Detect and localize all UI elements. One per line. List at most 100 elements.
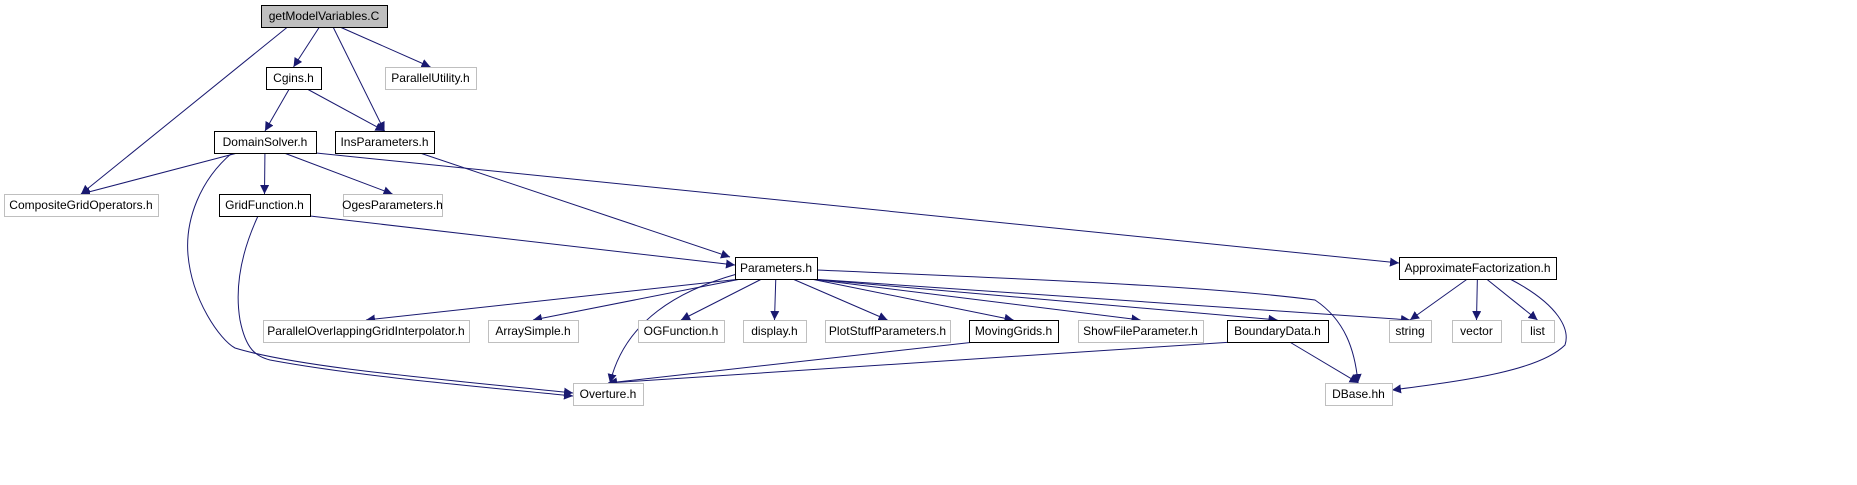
edge-root-to-compositegridoperators: [80, 26, 288, 195]
node-box: [343, 194, 443, 217]
node-root[interactable]: getModelVariables.C: [261, 5, 388, 28]
edge-approximatefactorization-to-string: [1409, 278, 1468, 321]
edge-parameters-to-string: [810, 278, 1411, 324]
node-ogfunction: OGFunction.h: [638, 320, 725, 343]
edge-parameters-to-plotstuff: [792, 278, 888, 321]
node-box: [1399, 257, 1557, 280]
edge-parameters-to-ogfunction: [680, 278, 762, 321]
node-label: string: [1395, 324, 1424, 338]
node-label: OGFunction.h: [644, 324, 719, 338]
edge-gridfunction-to-overture: [237, 215, 574, 400]
edge-domainsolver-to-approximatefactorization: [315, 152, 1400, 267]
node-label: ShowFileParameter.h: [1083, 324, 1198, 338]
node-label: GridFunction.h: [225, 198, 304, 212]
node-label: Overture.h: [580, 387, 637, 401]
node-label: Cgins.h: [273, 71, 314, 85]
edge-parameters-to-showfile: [810, 278, 1141, 324]
node-box: [573, 383, 644, 406]
node-insparameters[interactable]: InsParameters.h: [335, 131, 435, 154]
edge-parameters-to-boundarydata: [810, 278, 1278, 324]
node-box: [488, 320, 579, 343]
node-box: [263, 320, 470, 343]
edge-parameters-to-arraysimple: [532, 278, 742, 323]
node-paralleloverlapping: ParallelOverlappingGridInterpolator.h: [263, 320, 470, 343]
node-label: vector: [1460, 324, 1493, 338]
node-box: [735, 257, 818, 280]
node-box: [1521, 320, 1555, 343]
node-gridfunction[interactable]: GridFunction.h: [219, 194, 311, 217]
node-ogesparameters: OgesParameters.h: [342, 194, 443, 217]
node-box: [638, 320, 725, 343]
node-label: CompositeGridOperators.h: [9, 198, 152, 212]
node-box: [335, 131, 435, 154]
edge-insparameters-to-parameters: [419, 152, 731, 259]
edge-approximatefactorization-to-dbase: [1391, 278, 1567, 394]
edge-gridfunction-to-parameters: [309, 215, 736, 269]
node-box: [1389, 320, 1432, 343]
node-box: [1227, 320, 1329, 343]
node-label: ParallelUtility.h: [391, 71, 469, 85]
node-label: DomainSolver.h: [223, 135, 308, 149]
node-overture: Overture.h: [573, 383, 644, 406]
node-label: OgesParameters.h: [342, 198, 443, 212]
node-label: BoundaryData.h: [1234, 324, 1321, 338]
edge-approximatefactorization-to-list: [1486, 278, 1538, 321]
node-label: ParallelOverlappingGridInterpolator.h: [267, 324, 464, 338]
edge-parameters-to-paralleloverlapping: [365, 278, 742, 324]
node-boundarydata[interactable]: BoundaryData.h: [1227, 320, 1329, 343]
node-box: [219, 194, 311, 217]
node-domainsolver[interactable]: DomainSolver.h: [214, 131, 317, 154]
node-label: DBase.hh: [1332, 387, 1385, 401]
node-showfile: ShowFileParameter.h: [1078, 320, 1204, 343]
node-list: list: [1521, 320, 1555, 343]
node-box: [1325, 383, 1393, 406]
node-label: Parameters.h: [740, 261, 812, 275]
node-box: [1452, 320, 1502, 343]
edge-parameters-to-display: [770, 278, 780, 321]
node-dbase: DBase.hh: [1325, 383, 1393, 406]
node-movinggrids[interactable]: MovingGrids.h: [969, 320, 1059, 343]
edge-parameters-to-dbase: [816, 269, 1362, 384]
nodes-layer: getModelVariables.C Cgins.h ParallelUtilit…: [4, 5, 1557, 406]
node-parameters[interactable]: Parameters.h: [735, 257, 818, 280]
node-plotstuff: PlotStuffParameters.h: [825, 320, 951, 343]
edge-movinggrids-to-overture: [607, 341, 976, 387]
edge-cgins-to-insparameters: [306, 88, 385, 132]
edge-boundarydata-to-overture: [607, 341, 1234, 387]
node-label: PlotStuffParameters.h: [829, 324, 946, 338]
edge-parameters-to-overture: [607, 273, 738, 384]
edge-boundarydata-to-dbase: [1289, 341, 1359, 384]
edge-domainsolver-to-overture: [187, 152, 574, 397]
node-box: [214, 131, 317, 154]
edge-parameters-to-movinggrids: [810, 278, 1014, 323]
node-box: [385, 67, 477, 90]
node-parallelutility: ParallelUtility.h: [385, 67, 477, 90]
edge-cgins-to-domainsolver: [264, 88, 290, 132]
node-box: [266, 67, 322, 90]
node-box: [743, 320, 807, 343]
edge-root-to-cgins: [293, 26, 320, 68]
node-label: ApproximateFactorization.h: [1404, 261, 1550, 275]
node-box: [261, 5, 388, 28]
edge-root-to-parallelutility: [339, 26, 431, 68]
node-box: [4, 194, 159, 217]
node-string: string: [1389, 320, 1432, 343]
node-approximatefactorization[interactable]: ApproximateFactorization.h: [1399, 257, 1557, 280]
edge-root-to-insparameters: [332, 26, 385, 132]
node-label: getModelVariables.C: [269, 9, 380, 23]
node-label: MovingGrids.h: [975, 324, 1052, 338]
node-box: [969, 320, 1059, 343]
edge-domainsolver-to-ogesparameters: [283, 152, 393, 196]
node-label: list: [1530, 324, 1545, 338]
node-compositegridoperators: CompositeGridOperators.h: [4, 194, 159, 217]
node-label: ArraySimple.h: [495, 324, 570, 338]
edge-domainsolver-to-compositegridoperators: [80, 152, 238, 197]
node-label: InsParameters.h: [340, 135, 428, 149]
node-arraysimple: ArraySimple.h: [488, 320, 579, 343]
node-label: display.h: [751, 324, 797, 338]
node-vector: vector: [1452, 320, 1502, 343]
edge-approximatefactorization-to-vector: [1472, 278, 1482, 321]
node-box: [1078, 320, 1204, 343]
node-display: display.h: [743, 320, 807, 343]
node-cgins[interactable]: Cgins.h: [266, 67, 322, 90]
